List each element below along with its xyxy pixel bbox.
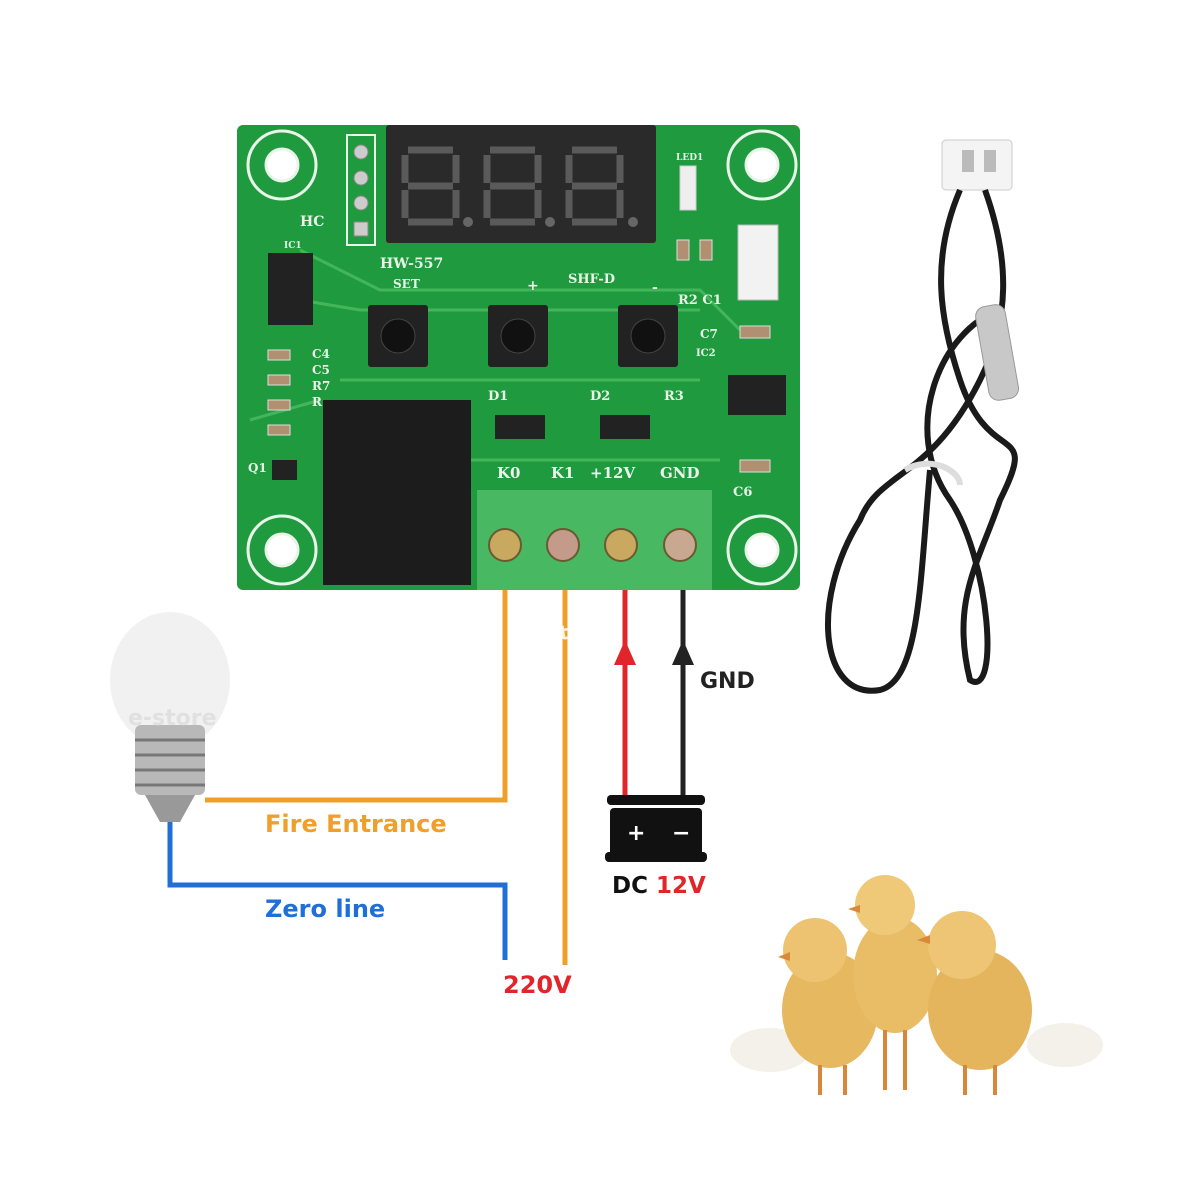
fire-entrance-label: Fire Entrance (265, 810, 447, 838)
svg-text:C7: C7 (700, 327, 718, 341)
chip-label: SHF-D (568, 272, 615, 287)
svg-text:D1: D1 (488, 389, 508, 404)
diode-d1 (495, 415, 545, 439)
chicks-photo (730, 875, 1103, 1095)
svg-text:Q1: Q1 (248, 461, 267, 475)
diode-d2 (600, 415, 650, 439)
header-pins (346, 134, 376, 246)
arrow-up-icon (614, 640, 636, 665)
led1 (679, 165, 697, 211)
terminal-label-k1: K1 (551, 464, 574, 482)
sensor-socket (737, 224, 779, 301)
watermark: e-store (128, 706, 217, 731)
svg-text:D2: D2 (590, 389, 610, 404)
arrow-up-icon (672, 640, 694, 665)
minus-button[interactable] (618, 305, 678, 367)
wires (167, 590, 686, 965)
terminal-block (477, 490, 712, 590)
svg-text:R7: R7 (312, 379, 330, 393)
mounting-hole (246, 129, 798, 586)
board-model-label: HW-557 (380, 256, 443, 272)
zero-line-label: Zero line (265, 895, 385, 923)
svg-text:R3: R3 (664, 389, 684, 404)
set-label: SET (393, 277, 420, 291)
mains-voltage-label: 220V (503, 971, 572, 999)
plus-label: + (527, 278, 539, 294)
relay (323, 400, 471, 585)
terminal-screw (488, 528, 697, 562)
minus-label: - (652, 280, 658, 296)
battery-icon: + − (605, 795, 707, 862)
ic2-regulator (728, 375, 786, 415)
gnd-label: GND (700, 669, 755, 694)
terminal-label-k0: K0 (497, 464, 520, 482)
ic1-label: IC1 (284, 241, 302, 251)
svg-text:R: R (312, 395, 323, 409)
svg-text:IC2: IC2 (696, 348, 716, 359)
svg-text:C4: C4 (312, 347, 330, 361)
svg-text:C5: C5 (312, 363, 330, 377)
svg-text:R2 C1: R2 C1 (678, 293, 722, 308)
light-bulb-icon: e-store (110, 612, 230, 822)
terminal-label-12v: +12V (590, 464, 635, 482)
svg-text:+: + (627, 821, 645, 846)
zero-wire (167, 820, 508, 960)
hc-label: HC (300, 214, 324, 230)
ic1-chip (268, 253, 313, 325)
svg-text:C6: C6 (733, 485, 752, 500)
thermostat-board: HW-557 SET + SHF-D - HC IC1 LED1 (237, 125, 800, 590)
seven-segment-display (386, 125, 656, 243)
terminal-label-gnd: GND (660, 464, 700, 482)
temperature-sensor-probe (824, 139, 1020, 694)
plus-button[interactable] (488, 305, 548, 367)
led1-label: LED1 (676, 153, 703, 163)
svg-text:−: − (672, 821, 690, 846)
set-button[interactable] (368, 305, 428, 367)
transistor-q1 (272, 460, 297, 480)
fire-wire (205, 590, 508, 803)
